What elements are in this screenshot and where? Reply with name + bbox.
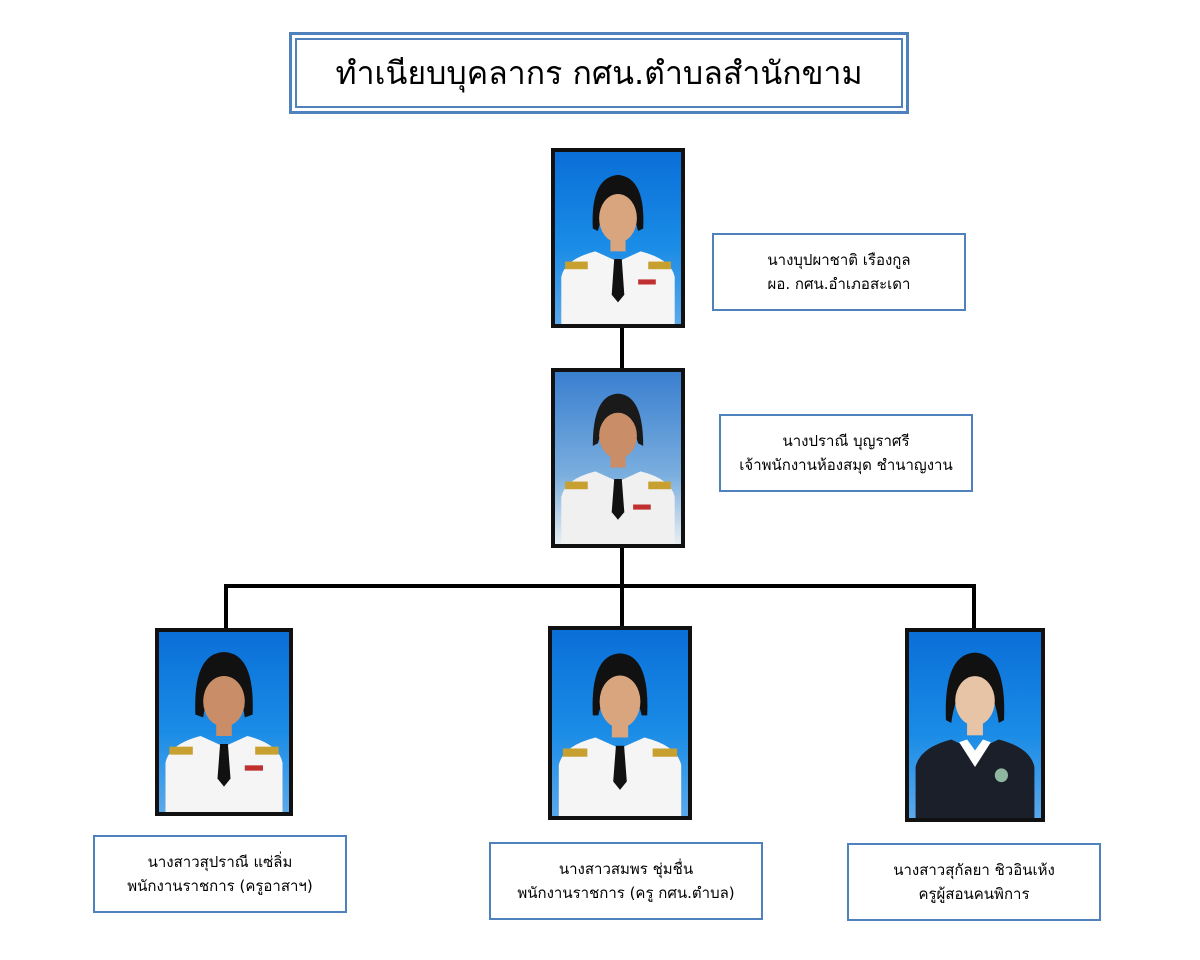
connector-middle bbox=[620, 546, 624, 586]
portrait-icon bbox=[561, 174, 675, 324]
photo-person-4 bbox=[548, 626, 692, 820]
portrait-icon bbox=[915, 652, 1035, 818]
photo-person-5 bbox=[905, 628, 1045, 822]
person-name: นางสาวสุปราณี แซ่ลิ่ม bbox=[147, 853, 293, 871]
photo-person-2 bbox=[551, 368, 685, 548]
person-name: นางปราณี บุญราศรี bbox=[782, 432, 910, 450]
label-person-1: นางบุปผาชาติ เรืองกูล ผอ. กศน.อำเภอสะเดา bbox=[712, 233, 966, 311]
connector-left bbox=[224, 584, 228, 628]
page-title: ทำเนียบบุคลากร กศน.ตำบลสำนักขาม bbox=[335, 53, 863, 92]
connector-top bbox=[620, 326, 624, 370]
title-box: ทำเนียบบุคลากร กศน.ตำบลสำนักขาม bbox=[289, 32, 909, 114]
person-name: นางสาวสุกัลยา ชิวอินเห้ง bbox=[893, 861, 1055, 879]
portrait-icon bbox=[561, 393, 675, 544]
photo-person-1 bbox=[551, 148, 685, 328]
photo-person-3 bbox=[155, 628, 293, 816]
person-position: ครูผู้สอนคนพิการ bbox=[918, 885, 1030, 903]
label-person-4: นางสาวสมพร ชุ่มชื่น พนักงานราชการ (ครู ก… bbox=[489, 842, 763, 920]
label-person-5: นางสาวสุกัลยา ชิวอินเห้ง ครูผู้สอนคนพิกา… bbox=[847, 843, 1101, 921]
person-name: นางสาวสมพร ชุ่มชื่น bbox=[558, 860, 694, 878]
person-position: เจ้าพนักงานห้องสมุด ชำนาญงาน bbox=[739, 456, 953, 474]
person-position: พนักงานราชการ (ครู กศน.ตำบล) bbox=[517, 884, 735, 902]
label-person-2: นางปราณี บุญราศรี เจ้าพนักงานห้องสมุด ชำ… bbox=[719, 414, 973, 492]
person-position: ผอ. กศน.อำเภอสะเดา bbox=[767, 275, 911, 293]
portrait-icon bbox=[558, 653, 682, 816]
person-position: พนักงานราชการ (ครูอาสาฯ) bbox=[127, 877, 313, 895]
connector-horizontal bbox=[224, 584, 976, 588]
portrait-icon bbox=[165, 652, 283, 812]
person-name: นางบุปผาชาติ เรืองกูล bbox=[767, 251, 911, 269]
connector-right bbox=[972, 584, 976, 628]
label-person-3: นางสาวสุปราณี แซ่ลิ่ม พนักงานราชการ (ครู… bbox=[93, 835, 347, 913]
connector-center bbox=[620, 584, 624, 628]
